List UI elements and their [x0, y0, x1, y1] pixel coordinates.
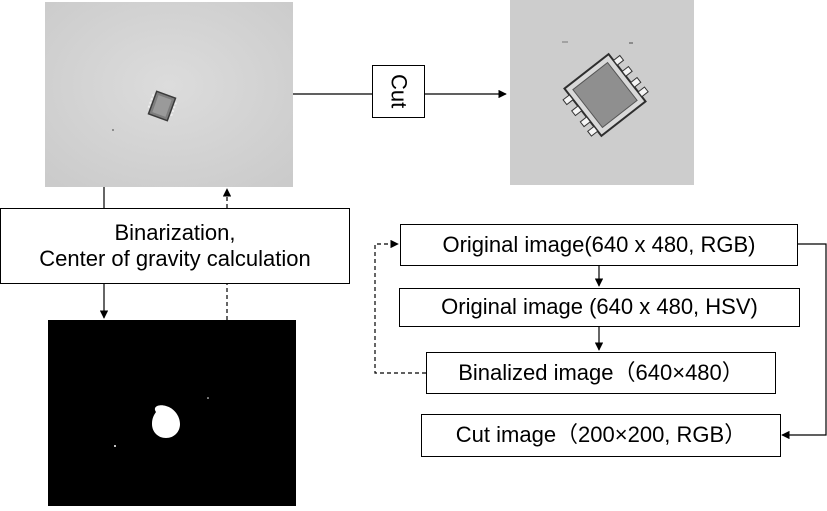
cut-box: Cut — [372, 65, 425, 118]
cut-label: Cut — [386, 74, 412, 109]
flow-step-original-rgb-label: Original image(640 x 480, RGB) — [442, 231, 756, 257]
flow-step-cut-label: Cut image（200×200, RGB） — [455, 422, 747, 448]
cut-photo — [510, 0, 694, 185]
binarization-label-line2: Center of gravity calculation — [39, 246, 311, 271]
flow-step-cut: Cut image（200×200, RGB） — [421, 414, 781, 457]
binary-image — [48, 320, 296, 506]
flow-step-original-hsv: Original image (640 x 480, HSV) — [399, 288, 800, 327]
flow-step-original-rgb: Original image(640 x 480, RGB) — [400, 224, 798, 266]
flow-step-binalized: Binalized image（640×480） — [426, 352, 776, 394]
chip-small — [147, 90, 177, 122]
binarization-label-line1: Binarization, — [114, 219, 236, 245]
binary-blob — [152, 405, 180, 438]
flow-step-binalized-label: Binalized image（640×480） — [458, 359, 744, 385]
chip-large — [562, 52, 649, 138]
flow-step-original-hsv-label: Original image (640 x 480, HSV) — [441, 294, 758, 320]
binarization-box: Binarization, Center of gravity calculat… — [0, 208, 350, 284]
original-photo — [45, 2, 293, 187]
